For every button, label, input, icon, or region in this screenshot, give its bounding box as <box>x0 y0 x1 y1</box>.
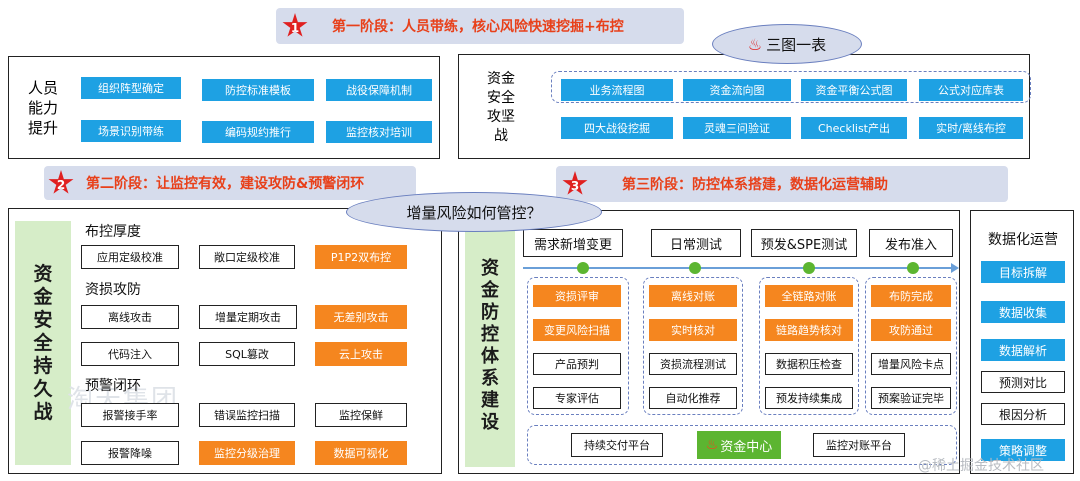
stage3-banner: 3 第三阶段：防控体系搭建，数据化运营辅助 <box>556 166 1008 202</box>
stage2-banner: 2 第二阶段：让监控有效，建设攻防&预警闭环 <box>44 166 416 200</box>
phase-column <box>865 277 957 415</box>
fire-icon: ♨ <box>705 437 719 453</box>
system-item: 数据积压检查 <box>765 353 853 375</box>
fund-battle-label: 资金 安全 攻坚 战 <box>487 71 515 144</box>
three-diagrams-bubble: ♨ 三图一表 <box>712 24 862 64</box>
phase-column <box>643 277 743 415</box>
timeline-dot <box>577 262 589 274</box>
system-item: 攻防通过 <box>871 319 951 341</box>
fund-battle-item: 资金流向图 <box>683 79 791 101</box>
system-label: 资 金 防 控 体 系 建 设 <box>465 225 515 467</box>
incremental-risk-bubble: 增量风险如何管控？ <box>346 192 602 232</box>
people-item: 战役保障机制 <box>326 79 432 101</box>
people-item: 场景识别带练 <box>81 120 181 142</box>
persist-item: 应用定级校准 <box>81 245 179 269</box>
data-ops-item: 目标拆解 <box>981 261 1065 283</box>
section-title: 资损攻防 <box>85 282 141 298</box>
phase-header: 预发&SPE测试 <box>751 229 857 257</box>
three-diagrams-group <box>551 71 1031 103</box>
data-ops-panel: 数据化运营 目标拆解 数据收集 数据解析 预测对比 根因分析 策略调整 <box>970 210 1074 474</box>
fund-battle-item: 资金平衡公式图 <box>801 79 907 101</box>
system-panel: 资 金 防 控 体 系 建 设 需求新增变更 日常测试 预发&SPE测试 发布准… <box>458 210 960 474</box>
system-item: 布防完成 <box>871 285 951 307</box>
people-item: 编码规约推行 <box>202 121 314 143</box>
system-item: 预案验证完毕 <box>871 387 951 409</box>
data-ops-title: 数据化运营 <box>988 232 1058 248</box>
persist-item: 增量定期攻击 <box>199 305 297 329</box>
timeline-line <box>523 267 953 269</box>
data-ops-item: 数据收集 <box>981 301 1065 323</box>
stage2-star-icon: 2 <box>48 170 74 194</box>
people-label: 人员 能力 提升 <box>27 79 58 137</box>
persist-item: 离线攻击 <box>81 305 179 329</box>
people-item: 防控标准模板 <box>202 79 314 101</box>
persist-item: P1P2双布控 <box>315 245 407 269</box>
people-item: 监控核对培训 <box>326 121 432 143</box>
phase-column <box>759 277 859 415</box>
stage1-banner: 1 第一阶段：人员带练，核心风险快速挖掘+布控 <box>276 8 684 44</box>
system-item: 增量风险卡点 <box>871 353 951 375</box>
persist-item: 数据可视化 <box>315 441 407 465</box>
fund-battle-panel: 资金 安全 攻坚 战 业务流程图 资金流向图 资金平衡公式图 公式对应库表 四大… <box>458 54 1031 159</box>
persist-label: 资 金 安 全 持 久 战 <box>15 221 71 465</box>
stage1-star-icon: 1 <box>282 13 308 37</box>
fund-battle-item: 灵魂三问验证 <box>683 117 791 139</box>
footer-watermark: @稀土掘金技术社区 <box>918 458 1044 474</box>
timeline-dot <box>689 262 701 274</box>
fund-battle-item: 业务流程图 <box>561 79 673 101</box>
phase-column <box>527 277 629 415</box>
fund-battle-item: 四大战役挖掘 <box>561 117 673 139</box>
stage3-title: 第三阶段：防控体系搭建，数据化运营辅助 <box>622 177 888 193</box>
platform-item: 监控对账平台 <box>813 433 905 457</box>
data-ops-item: 预测对比 <box>981 371 1065 393</box>
persist-item: 代码注入 <box>81 342 179 366</box>
data-ops-item: 数据解析 <box>981 339 1065 361</box>
system-item: 自动化推荐 <box>649 387 737 409</box>
timeline-dot <box>907 262 919 274</box>
platform-item: 持续交付平台 <box>571 433 663 457</box>
system-item: 专家评估 <box>533 387 621 409</box>
persist-item: 云上攻击 <box>315 342 407 366</box>
data-ops-item: 策略调整 <box>981 439 1065 461</box>
persist-panel: 资 金 安 全 持 久 战 淘天集团 布控厚度 应用定级校准 敞口定级校准 P1… <box>8 208 442 474</box>
system-item: 实时核对 <box>649 319 737 341</box>
timeline-dot <box>803 262 815 274</box>
people-panel: 人员 能力 提升 组织阵型确定 防控标准模板 战役保障机制 场景识别带练 编码规… <box>8 56 440 159</box>
system-item: 资损流程测试 <box>649 353 737 375</box>
phase-header: 发布准入 <box>869 229 953 257</box>
section-title: 预警闭环 <box>85 378 141 394</box>
timeline-arrow-icon <box>951 263 959 273</box>
system-item: 链路趋势核对 <box>765 319 853 341</box>
persist-item: 敞口定级校准 <box>199 245 295 269</box>
persist-item: SQL篡改 <box>199 342 295 366</box>
fund-battle-item: 公式对应库表 <box>919 79 1023 101</box>
system-item: 全链路对账 <box>765 285 853 307</box>
persist-item: 报警接手率 <box>81 403 179 427</box>
people-item: 组织阵型确定 <box>81 77 181 99</box>
phase-header: 需求新增变更 <box>523 229 623 257</box>
persist-item: 错误监控扫描 <box>199 403 295 427</box>
persist-item: 监控保鲜 <box>315 403 407 427</box>
system-item: 离线对账 <box>649 285 737 307</box>
stage3-star-icon: 3 <box>562 171 588 195</box>
phase-header: 日常测试 <box>651 229 741 257</box>
platform-row <box>527 425 957 465</box>
persist-item: 监控分级治理 <box>199 441 295 465</box>
system-item: 产品预判 <box>533 353 621 375</box>
stage1-title: 第一阶段：人员带练，核心风险快速挖掘+布控 <box>332 19 624 35</box>
system-item: 预发持续集成 <box>765 387 853 409</box>
fund-battle-item: Checklist产出 <box>801 117 907 139</box>
system-item: 资损评审 <box>533 285 621 307</box>
persist-item: 无差别攻击 <box>315 305 407 329</box>
fund-center-platform: ♨ 资金中心 <box>697 431 781 459</box>
section-title: 布控厚度 <box>85 224 141 240</box>
fire-icon: ♨ <box>747 34 763 54</box>
system-item: 变更风险扫描 <box>533 319 621 341</box>
stage2-title: 第二阶段：让监控有效，建设攻防&预警闭环 <box>86 176 365 192</box>
persist-item: 报警降噪 <box>81 441 179 465</box>
fund-battle-item: 实时/离线布控 <box>919 117 1023 139</box>
data-ops-item: 根因分析 <box>981 403 1065 425</box>
